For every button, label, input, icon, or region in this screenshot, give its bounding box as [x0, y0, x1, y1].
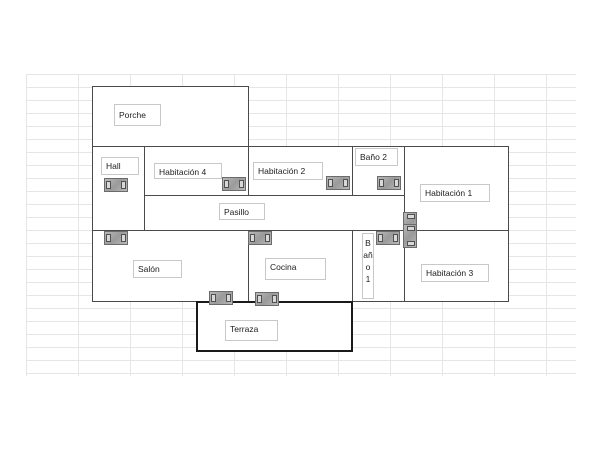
door-icon — [209, 291, 233, 305]
door-icon — [248, 231, 272, 245]
label-bano-2: Baño 2 — [355, 148, 398, 166]
door-icon — [403, 224, 417, 248]
label-habitacion-2: Habitación 2 — [253, 162, 323, 180]
label-hall: Hall — [101, 157, 139, 175]
label-pasillo: Pasillo — [219, 203, 265, 220]
label-cocina: Cocina — [265, 258, 326, 280]
label-bano-1: Baño 1 — [362, 233, 374, 299]
door-icon — [377, 176, 401, 190]
label-salon: Salón — [133, 260, 182, 278]
label-porche: Porche — [114, 104, 161, 126]
door-icon — [104, 178, 128, 192]
label-habitacion-3: Habitación 3 — [421, 264, 489, 282]
label-habitacion-4: Habitación 4 — [154, 163, 222, 179]
door-icon — [326, 176, 350, 190]
label-habitacion-1: Habitación 1 — [420, 184, 490, 202]
label-terraza: Terraza — [225, 320, 278, 341]
door-icon — [104, 231, 128, 245]
door-icon — [222, 177, 246, 191]
room-pasillo — [144, 195, 405, 231]
door-icon — [255, 292, 279, 306]
door-icon — [376, 231, 400, 245]
